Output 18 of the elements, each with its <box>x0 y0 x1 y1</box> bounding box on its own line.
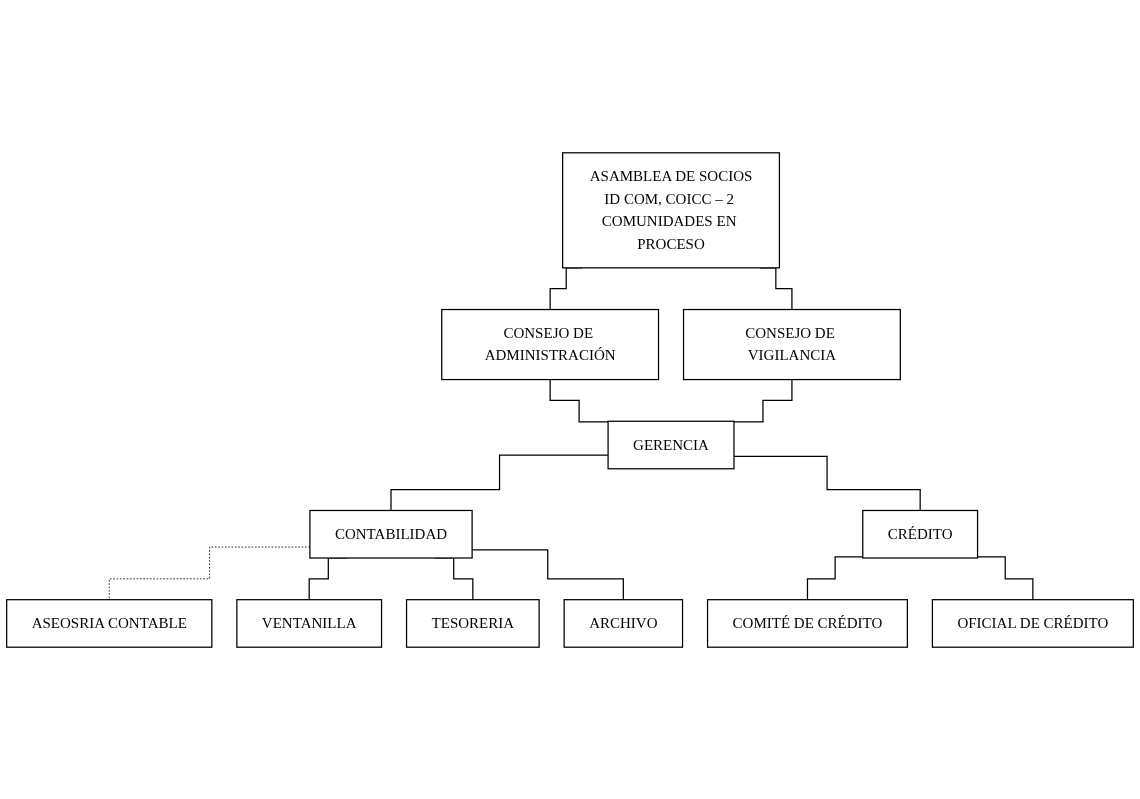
node-box: CONSEJO DE ADMINISTRACIÓN <box>441 308 660 380</box>
node-box: ASEOSRIA CONTABLE <box>6 598 213 648</box>
node-box: CONTABILIDAD <box>309 509 473 559</box>
connector <box>976 555 1034 600</box>
node-box: ASAMBLEA DE SOCIOS ID COM, COICC – 2 COMUNIDADES EN PROCESO <box>562 151 781 268</box>
node-box: CONSEJO DE VIGILANCIA <box>682 308 901 380</box>
connector <box>549 378 609 422</box>
node-box: VENTANILLA <box>236 598 383 648</box>
connector <box>390 453 609 511</box>
node-box: ARCHIVO <box>563 598 684 648</box>
node-box: CRÉDITO <box>862 509 979 559</box>
node-box: GERENCIA <box>607 420 735 469</box>
node-box: OFICIAL DE CRÉDITO <box>931 598 1134 648</box>
connector <box>733 378 793 422</box>
connector <box>733 455 921 511</box>
node-box: COMITÉ DE CRÉDITO <box>706 598 908 648</box>
node-box: TESORERIA <box>405 598 540 648</box>
connector <box>806 555 864 600</box>
